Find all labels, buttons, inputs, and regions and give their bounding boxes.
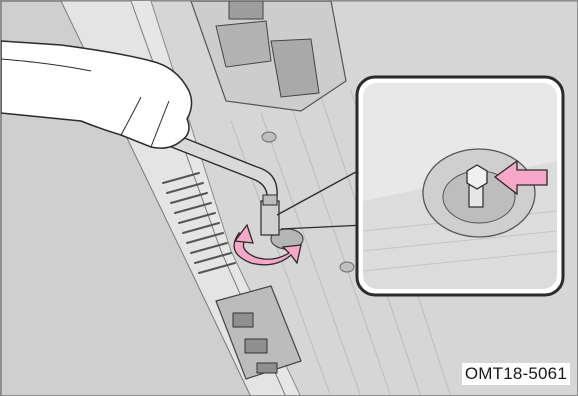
figure-code: OMT18-5061 [462, 363, 570, 385]
detail-inset [357, 77, 563, 295]
